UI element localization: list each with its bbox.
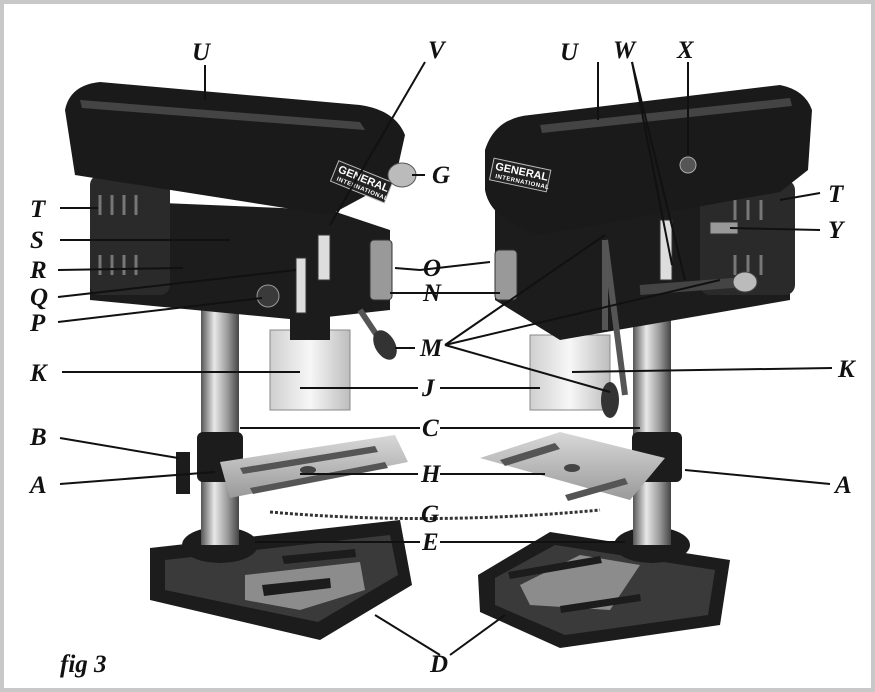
left-chuck-guard [269, 329, 351, 411]
right-table [480, 432, 665, 501]
label-A-left: A [28, 472, 47, 499]
label-K-left: K [29, 360, 49, 387]
label-U-left: U [192, 39, 212, 66]
label-N: N [422, 280, 442, 307]
figure-caption: fig 3 [60, 651, 107, 678]
right-feed-handles [602, 239, 628, 396]
left-pulley-cover [65, 82, 405, 215]
right-motor [700, 180, 795, 295]
label-W: W [613, 37, 637, 64]
label-Q: Q [30, 284, 48, 311]
left-column [201, 280, 239, 545]
label-J: J [421, 375, 436, 402]
label-G-top: G [432, 162, 450, 189]
label-R: R [29, 257, 47, 284]
left-tension-knob [387, 162, 417, 188]
label-B: B [29, 424, 47, 451]
left-crank-handle [176, 452, 190, 494]
label-G-belt: G [421, 501, 439, 528]
label-M: M [419, 335, 443, 362]
label-X: X [676, 37, 695, 64]
right-drill-press: GENERAL INTERNATIONAL [478, 85, 812, 648]
label-K-right: K [837, 356, 857, 383]
label-T-right: T [828, 181, 845, 208]
label-P: P [29, 310, 46, 337]
label-T-left: T [30, 196, 47, 223]
callout-labels: U V U W X G T T S Y R Q P O N M K K J C … [28, 37, 857, 678]
label-S: S [30, 227, 44, 254]
label-V: V [428, 37, 447, 64]
right-cover-knob [679, 156, 697, 174]
label-H: H [420, 461, 442, 488]
label-A-right: A [833, 472, 852, 499]
left-depth-gauge [317, 234, 331, 281]
label-D: D [429, 651, 448, 678]
label-O: O [423, 255, 441, 282]
right-switch [494, 249, 518, 301]
left-drill-press: GENERAL INTERNATIONAL [65, 82, 601, 640]
right-scale [659, 219, 673, 281]
label-C: C [422, 415, 439, 442]
left-depth-knob [256, 284, 280, 308]
left-table [220, 435, 408, 498]
right-motor-vents [733, 200, 763, 275]
left-depth-scale [295, 257, 307, 314]
left-motor [90, 175, 170, 295]
label-U-right: U [560, 39, 580, 66]
left-switch [369, 239, 393, 301]
left-motor-vents [98, 195, 138, 275]
right-brand-badge: GENERAL INTERNATIONAL [488, 157, 552, 193]
leader-lines [57, 61, 833, 656]
label-E: E [421, 529, 439, 556]
label-Y: Y [828, 217, 846, 244]
right-base [478, 532, 730, 648]
belt [269, 508, 601, 521]
